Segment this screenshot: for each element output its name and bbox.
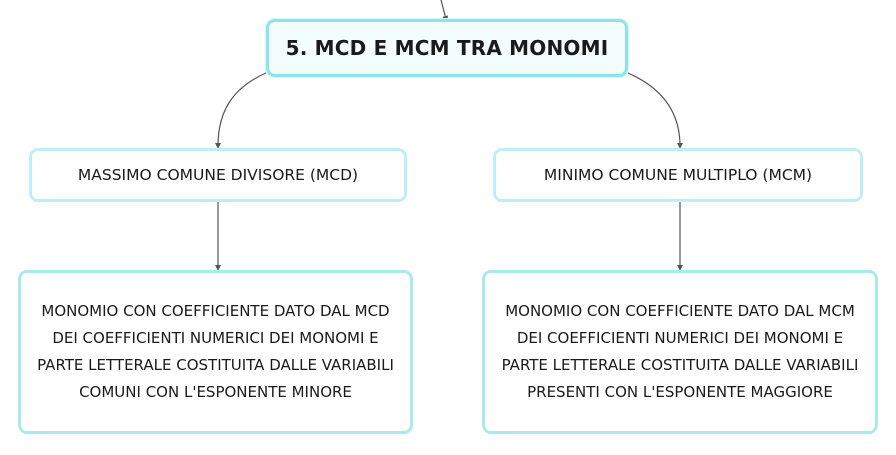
connector-root-to-mcd [215,72,267,149]
mcd-topic-label: MASSIMO COMUNE DIVISORE (MCD) [77,166,359,184]
mcm-definition-text: MONOMIO CON COEFFICIENTE DATO DAL MCM DE… [501,302,859,401]
connector-root-to-mcm [627,72,683,149]
connector-parent-to-root [440,0,449,22]
mcm-topic-node[interactable]: MINIMO COMUNE MULTIPLO (MCM) [493,148,863,202]
mcm-definition-node[interactable]: MONOMIO CON COEFFICIENTE DATO DAL MCM DE… [482,270,878,434]
mcd-definition-node[interactable]: MONOMIO CON COEFFICIENTE DATO DAL MCD DE… [18,270,413,434]
mcm-topic-label: MINIMO COMUNE MULTIPLO (MCM) [543,166,813,184]
mcd-topic-node[interactable]: MASSIMO COMUNE DIVISORE (MCD) [29,148,407,202]
mcd-definition-text: MONOMIO CON COEFFICIENTE DATO DAL MCD DE… [37,302,394,401]
root-topic-label: 5. MCD E MCM TRA MONOMI [285,36,609,60]
root-topic-node[interactable]: 5. MCD E MCM TRA MONOMI [266,19,628,77]
